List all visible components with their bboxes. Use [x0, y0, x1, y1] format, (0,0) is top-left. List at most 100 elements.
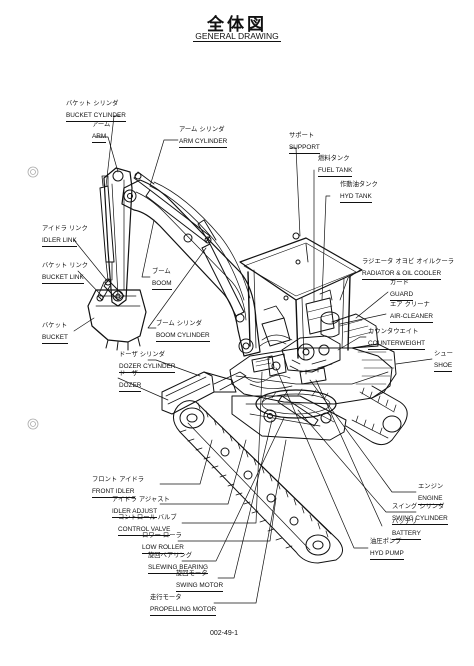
label-radiator-en: RADIATOR & OIL COOLER: [362, 270, 442, 280]
label-engine: エンジン ENGINE: [418, 483, 443, 505]
bucket-linkage: [96, 278, 125, 302]
label-arm-cylinder-en: ARM CYLINDER: [179, 138, 228, 148]
label-arm-cylinder: アーム シリンダ ARM CYLINDER: [179, 126, 228, 148]
label-arm: アーム ARM: [92, 121, 110, 143]
label-support-en: SUPPORT: [289, 144, 320, 154]
label-idler-link-en: IDLER LINK: [42, 237, 77, 247]
label-dozer-en: DOZER: [119, 382, 142, 392]
label-arm-jp: アーム: [92, 121, 111, 128]
label-swing-motor-jp: 旋回モータ: [176, 570, 208, 577]
label-engine-jp: エンジン: [418, 483, 444, 490]
label-bucket-jp: バケット: [42, 322, 68, 329]
label-support-jp: サポート: [289, 132, 315, 139]
label-bucket-en: BUCKET: [42, 334, 68, 344]
label-support: サポート SUPPORT: [289, 132, 320, 154]
label-engine-en: ENGINE: [418, 495, 443, 505]
label-fuel-tank-jp: 燃料タンク: [318, 155, 350, 162]
label-swing-cylinder: スイング シリンダ SWING CYLINDER: [392, 503, 448, 525]
label-swing-cylinder-en: SWING CYLINDER: [392, 515, 448, 525]
label-bucket-link-en: BUCKET LINK: [42, 274, 84, 284]
label-propelling-motor-jp: 走行モータ: [150, 594, 182, 601]
label-dozer: ドーザ DOZER: [119, 370, 142, 392]
label-hyd-tank-jp: 作動油タンク: [340, 181, 378, 188]
label-dozer-jp: ドーザ: [119, 370, 138, 377]
label-control-valve-en: CONTROL VALVE: [118, 526, 171, 536]
label-hyd-pump-en: HYD PUMP: [370, 550, 404, 560]
label-bucket-link: バケット リンク BUCKET LINK: [42, 262, 88, 284]
label-guard-en: GUARD: [390, 291, 414, 301]
label-air-cleaner-jp: エア クリーナ: [390, 301, 430, 308]
label-low-roller-jp: ロワー ローラ: [142, 532, 182, 539]
bucket: [87, 289, 147, 351]
crawler-track-near: [173, 400, 343, 564]
boom-cylinder: [197, 219, 245, 323]
label-bucket-cylinder-jp: バケット シリンダ: [66, 100, 119, 107]
label-shoe: シュー SHOE: [434, 350, 453, 372]
arm-cylinder: [133, 171, 212, 244]
label-hyd-tank-en: HYD TANK: [340, 193, 372, 203]
label-slewing-bearing-jp: 旋回ベアリング: [148, 552, 193, 559]
page-title-en-text: GENERAL DRAWING: [193, 31, 281, 42]
label-battery-en: BATTERY: [392, 530, 421, 540]
label-dozer-cylinder-en: DOZER CYLINDER: [119, 363, 176, 373]
label-low-roller-en: LOW ROLLER: [142, 544, 184, 554]
label-guard-jp: ガード: [390, 279, 409, 286]
label-idler-link-jp: アイドラ リンク: [42, 225, 88, 232]
label-boom-cylinder: ブーム シリンダ BOOM CYLINDER: [156, 320, 210, 342]
label-idler-adjust: アイドラ アジャスト IDLER ADJUST: [112, 496, 170, 518]
label-counterweight: カウンタウエイト COUNTERWEIGHT: [368, 328, 426, 350]
label-boom-en: BOOM: [152, 280, 172, 290]
dozer-blade: [161, 371, 247, 415]
label-hyd-tank: 作動油タンク HYD TANK: [340, 181, 378, 203]
label-bucket-cylinder-en: BUCKET CYLINDER: [66, 112, 126, 122]
label-idler-adjust-en: IDLER ADJUST: [112, 508, 158, 518]
label-low-roller: ロワー ローラ LOW ROLLER: [142, 532, 184, 554]
undercarriage-frame: [231, 388, 347, 441]
label-guard: ガード GUARD: [390, 279, 414, 301]
label-arm-en: ARM: [92, 133, 107, 143]
label-fuel-tank-en: FUEL TANK: [318, 167, 353, 177]
label-swing-motor-en: SWING MOTOR: [176, 582, 224, 592]
label-arm-cylinder-jp: アーム シリンダ: [179, 126, 225, 133]
label-slewing-bearing-en: SLEWING BEARING: [148, 564, 209, 574]
label-dozer-cylinder-jp: ドーザ シリンダ: [119, 351, 165, 358]
label-radiator-oil-cooler: ラジエータ オヨビ オイルクーラ RADIATOR & OIL COOLER: [362, 258, 454, 280]
leader-lines: [73, 115, 433, 604]
label-front-idler-jp: フロント アイドラ: [92, 476, 145, 483]
crawler-track-far: [345, 385, 408, 446]
label-propelling-motor-en: PROPELLING MOTOR: [150, 606, 217, 616]
label-propelling-motor: 走行モータ PROPELLING MOTOR: [150, 594, 217, 616]
label-control-valve-jp: コントロール バルブ: [118, 514, 177, 521]
label-bucket-cylinder: バケット シリンダ BUCKET CYLINDER: [66, 100, 126, 122]
page-title-jp: 全体図: [207, 15, 267, 35]
label-air-cleaner: エア クリーナ AIR-CLEANER: [390, 301, 433, 323]
label-boom-cylinder-en: BOOM CYLINDER: [156, 332, 210, 342]
label-idler-link: アイドラ リンク IDLER LINK: [42, 225, 88, 247]
label-hyd-pump: 油圧ポンプ HYD PUMP: [370, 538, 404, 560]
label-shoe-jp: シュー: [434, 350, 453, 357]
label-front-idler-en: FRONT IDLER: [92, 488, 135, 498]
label-fuel-tank: 燃料タンク FUEL TANK: [318, 155, 353, 177]
label-air-cleaner-en: AIR-CLEANER: [390, 313, 433, 323]
label-slewing-bearing: 旋回ベアリング SLEWING BEARING: [148, 552, 209, 574]
label-boom-cylinder-jp: ブーム シリンダ: [156, 320, 202, 327]
page-number: 002-49-1: [210, 630, 239, 637]
label-swing-cylinder-jp: スイング シリンダ: [392, 503, 445, 510]
label-bucket-link-jp: バケット リンク: [42, 262, 89, 269]
label-shoe-en: SHOE: [434, 362, 453, 372]
label-front-idler: フロント アイドラ FRONT IDLER: [92, 476, 144, 498]
label-swing-motor: 旋回モータ SWING MOTOR: [176, 570, 224, 592]
label-bucket: バケット BUCKET: [42, 322, 68, 344]
binder-hole-bottom: [27, 418, 39, 430]
page-title-en: GENERAL DRAWING: [0, 31, 474, 42]
label-hyd-pump-jp: 油圧ポンプ: [370, 538, 402, 545]
label-boom-jp: ブーム: [152, 268, 171, 275]
label-counterweight-jp: カウンタウエイト: [368, 328, 419, 335]
label-counterweight-en: COUNTERWEIGHT: [368, 340, 426, 350]
label-battery-jp: バッテリ: [392, 518, 418, 525]
upper-body: [229, 311, 397, 427]
label-control-valve: コントロール バルブ CONTROL VALVE: [118, 514, 177, 536]
binder-hole-top: [27, 166, 39, 178]
label-battery: バッテリ BATTERY: [392, 518, 421, 540]
